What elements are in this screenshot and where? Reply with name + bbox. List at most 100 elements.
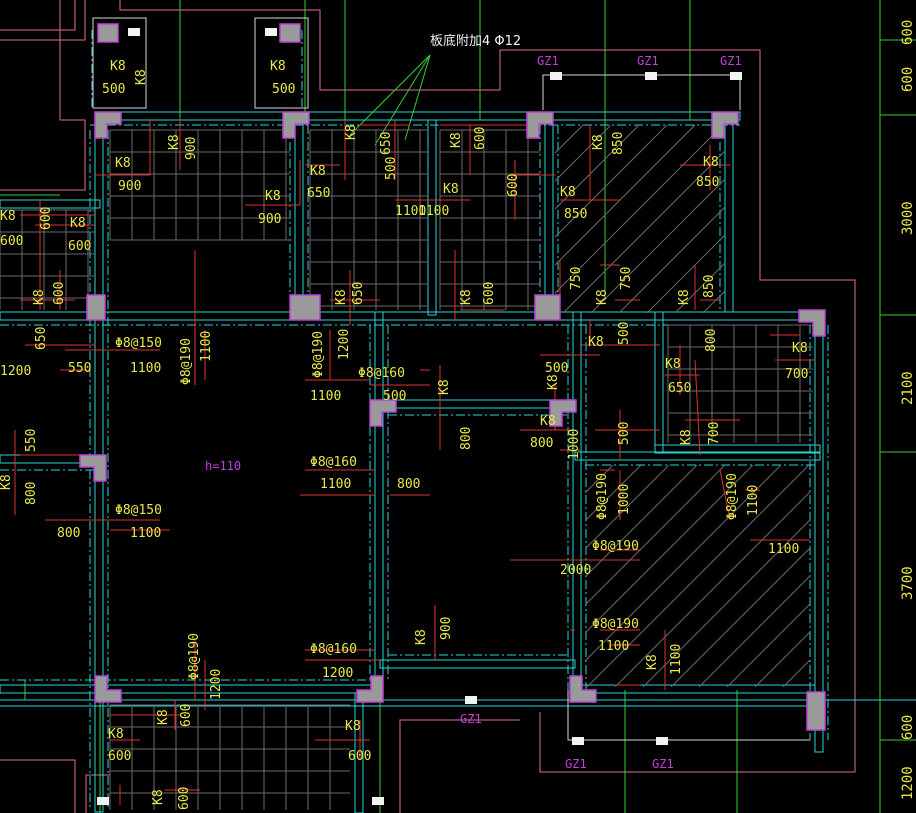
hatch-line <box>586 465 810 687</box>
length-label: 1200 <box>337 329 352 360</box>
rebar-tag: K8 <box>591 134 606 150</box>
hatch-line <box>646 234 725 313</box>
rebar-tag: K8 <box>0 209 16 224</box>
column <box>549 399 577 427</box>
axis-dim-4: 2100 <box>900 371 916 405</box>
hatch-line <box>562 150 725 313</box>
length-label: 1100 <box>669 644 684 675</box>
length-label: 900 <box>118 179 141 194</box>
length-label: 600 <box>68 239 91 254</box>
length-label: 600 <box>348 749 371 764</box>
rebar-tag: K8 <box>70 216 86 231</box>
rebar-spec-label: Φ8@150 <box>115 336 162 351</box>
column-marker <box>550 72 562 80</box>
length-label: 900 <box>258 212 281 227</box>
length-label: 1000 <box>617 484 632 515</box>
length-label: 600 <box>0 234 23 249</box>
length-label: 1100 <box>746 485 761 516</box>
length-label: 500 <box>383 389 406 404</box>
length-label: 600 <box>39 207 54 230</box>
hatch-line <box>585 465 642 522</box>
column <box>356 675 384 703</box>
length-label: 500 <box>617 322 632 345</box>
length-label: 600 <box>52 282 67 305</box>
length-label: 600 <box>473 127 488 150</box>
rebar-spec-label: Φ8@190 <box>725 473 740 520</box>
column <box>534 294 561 321</box>
length-label: 1200 <box>322 666 353 681</box>
column <box>369 399 397 427</box>
rebar-lines <box>14 118 815 805</box>
rebar-tag: K8 <box>156 709 171 725</box>
rebar-tag: K8 <box>134 69 149 85</box>
length-label: 500 <box>384 157 399 180</box>
length-label: 850 <box>564 207 587 222</box>
length-label: 1200 <box>209 669 224 700</box>
rebar-spec-label: Φ8@190 <box>592 539 639 554</box>
rebar-spec-label: Φ8@160 <box>358 366 405 381</box>
column-tag: GZ1 <box>537 54 559 68</box>
length-label: 800 <box>459 427 474 450</box>
length-label: 1100 <box>598 639 629 654</box>
length-label: 1100 <box>395 204 426 219</box>
hatch-line <box>787 125 916 313</box>
axis-dim-3: 3000 <box>900 201 916 235</box>
hatch-line <box>585 465 754 634</box>
rebar-tag: K8 <box>151 789 166 805</box>
hatch-line <box>555 125 640 210</box>
column-marker <box>97 797 109 805</box>
rebar-spec-label: Φ8@190 <box>592 617 639 632</box>
axis-dim-1: 600 <box>900 67 916 92</box>
rebar-tag: K8 <box>792 341 808 356</box>
column <box>711 111 739 139</box>
column-marker <box>656 737 668 745</box>
column-tag: GZ1 <box>460 712 482 726</box>
length-label: 700 <box>707 422 722 445</box>
rebar-tag: K8 <box>0 474 14 490</box>
columns <box>79 23 826 805</box>
length-label: 800 <box>57 526 80 541</box>
column-marker <box>265 28 277 36</box>
column <box>94 675 122 703</box>
axis-dim-2: 600 <box>900 20 916 45</box>
column <box>86 294 106 321</box>
hatch-line <box>782 659 810 687</box>
length-label: 800 <box>530 436 553 451</box>
reinforcement-note: 板底附加4 Φ12 <box>430 33 521 49</box>
length-label: 650 <box>351 282 366 305</box>
rebar-tag: K8 <box>645 654 660 670</box>
length-label: 600 <box>482 282 497 305</box>
length-label: 1100 <box>130 361 161 376</box>
length-label: 600 <box>179 704 194 727</box>
rebar-tag: K8 <box>110 59 126 74</box>
length-label: 1100 <box>768 542 799 557</box>
hatch-line <box>585 465 726 606</box>
hatch-line <box>585 465 586 466</box>
length-label: 600 <box>108 749 131 764</box>
hatch-line <box>555 125 668 238</box>
length-label: 900 <box>184 137 199 160</box>
hatch-line <box>754 631 810 687</box>
column-tag: GZ1 <box>637 54 659 68</box>
hatch-line <box>618 206 725 313</box>
rebar-tag: K8 <box>115 156 131 171</box>
column <box>289 294 321 321</box>
length-label: 800 <box>397 477 420 492</box>
column <box>569 675 597 703</box>
length-label: 1100 <box>130 526 161 541</box>
rebar-spec-label: Φ8@190 <box>595 473 610 520</box>
rebar-tag: K8 <box>449 132 464 148</box>
length-label: 1100 <box>199 331 214 362</box>
column-marker <box>645 72 657 80</box>
rebar-spec-label: Φ8@190 <box>187 633 202 680</box>
tile-hatch <box>0 129 813 810</box>
rebar-tag: K8 <box>595 289 610 305</box>
length-label: 600 <box>177 787 192 810</box>
axis-dim-7: 1200 <box>900 766 916 800</box>
hatch-group <box>555 125 916 313</box>
length-label: 650 <box>668 381 691 396</box>
hatch-line <box>585 465 698 578</box>
